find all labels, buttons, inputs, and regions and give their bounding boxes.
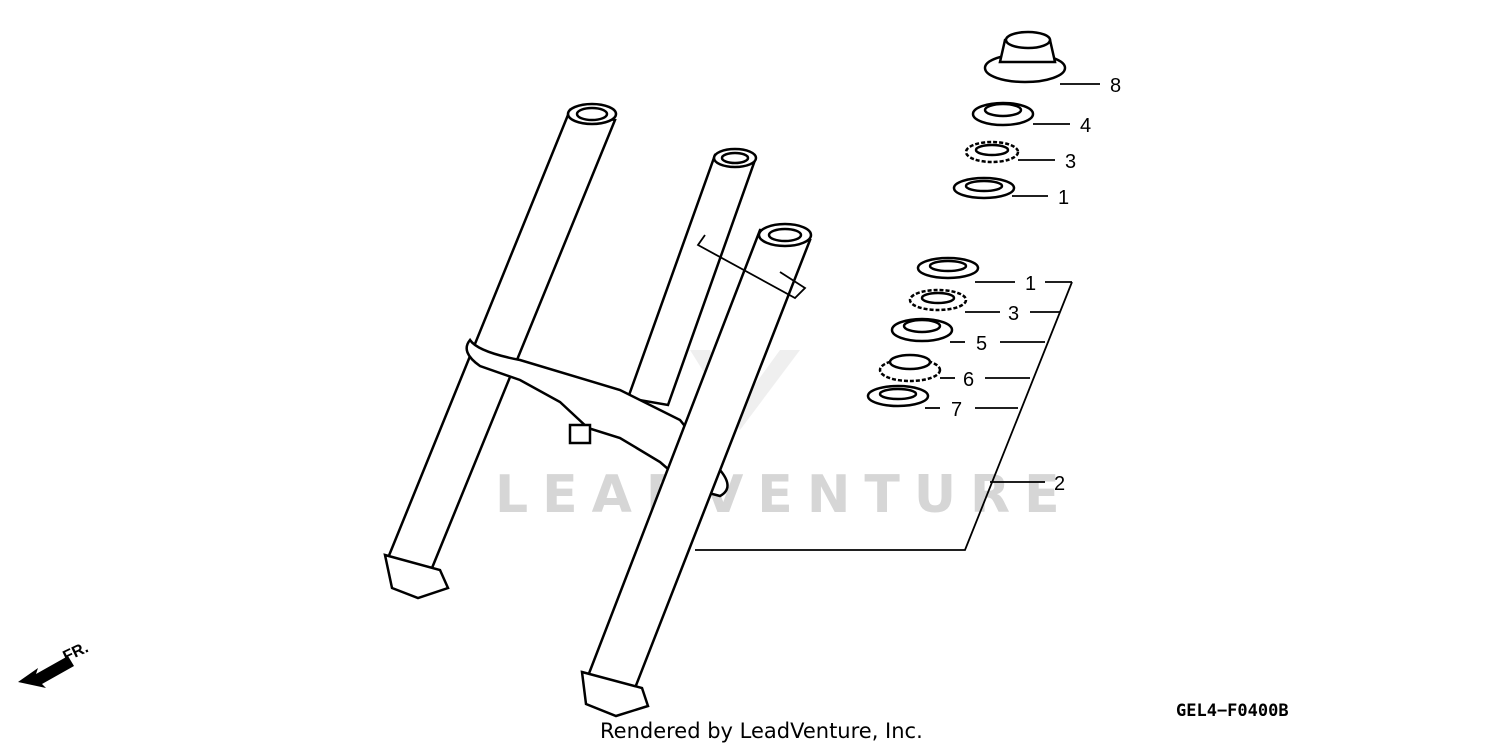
part-4-upper-race bbox=[971, 101, 1035, 127]
part-7-dust-seal bbox=[866, 384, 930, 408]
right-fork-tube bbox=[580, 222, 813, 718]
callout-3-upper: 3 bbox=[1065, 151, 1076, 173]
callout-1-lower: 1 bbox=[1025, 273, 1036, 295]
part-3-lower-bearing bbox=[908, 288, 968, 312]
front-label: FR. bbox=[61, 639, 92, 665]
part-1-upper-ring bbox=[952, 176, 1016, 200]
stem-shaft bbox=[626, 147, 758, 407]
callout-8: 8 bbox=[1110, 75, 1121, 97]
bottom-bridge bbox=[465, 337, 729, 498]
steering-stem-fork bbox=[383, 102, 813, 718]
callout-6: 6 bbox=[963, 369, 974, 391]
part-3-upper-bearing bbox=[964, 140, 1020, 164]
callout-3-lower: 3 bbox=[1008, 303, 1019, 325]
stem-clip-wire bbox=[696, 234, 807, 300]
render-credit: Rendered by LeadVenture, Inc. bbox=[600, 719, 923, 743]
watermark-text: LEADVENTURE bbox=[495, 465, 1074, 525]
callout-labels: 8 4 3 1 1 3 5 6 7 2 bbox=[951, 75, 1121, 495]
part-6-bearing bbox=[878, 353, 942, 383]
callout-4: 4 bbox=[1080, 115, 1091, 137]
part-8-adjusting-nut bbox=[983, 30, 1067, 84]
callout-1-upper: 1 bbox=[1058, 187, 1069, 209]
leader-lines bbox=[695, 83, 1100, 551]
part-1-lower-ring bbox=[916, 256, 980, 280]
callout-7: 7 bbox=[951, 399, 962, 421]
front-arrow-icon: FR. bbox=[18, 639, 91, 688]
part-5-race bbox=[890, 317, 954, 343]
callout-5: 5 bbox=[976, 333, 987, 355]
callout-2: 2 bbox=[1054, 473, 1065, 495]
diagram-code: GEL4−F0400B bbox=[1176, 701, 1289, 721]
left-fork-tube bbox=[383, 102, 618, 600]
